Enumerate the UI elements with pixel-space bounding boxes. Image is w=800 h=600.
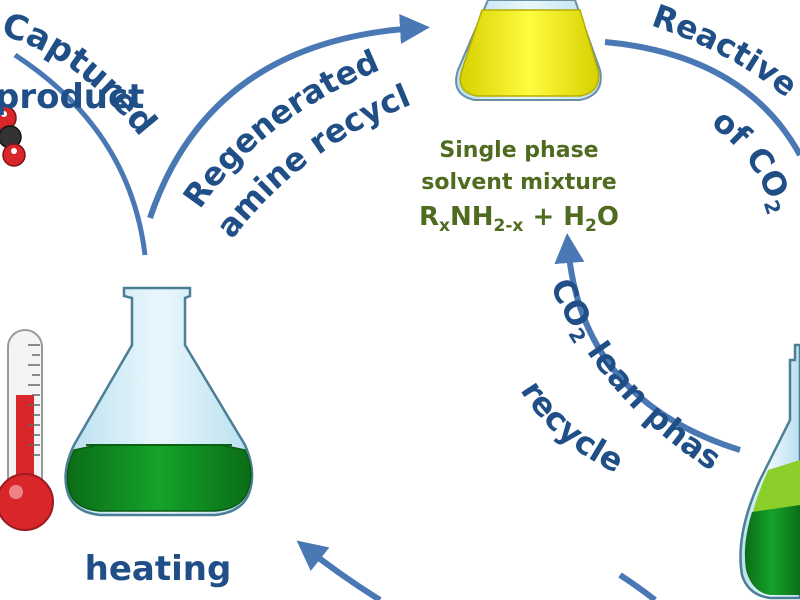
heating-flask: [64, 286, 254, 517]
arrow-icon: [618, 572, 657, 600]
solvent-formula: RxNH2-x + H2O: [419, 202, 619, 236]
arrow-icon: [296, 540, 382, 600]
thermometer-icon: [0, 329, 54, 531]
arrow-icon: [13, 52, 148, 256]
center-line2: solvent mixture: [421, 170, 616, 195]
center-line1: Single phase: [439, 138, 598, 163]
product-label: product: [0, 77, 144, 117]
right-flask: [739, 343, 800, 600]
arrow-icon: [554, 233, 741, 453]
yellow-flask: [455, 0, 602, 101]
arrow-icon: [147, 14, 430, 219]
cycle-arrows: [13, 14, 800, 600]
heating-label: heating: [85, 549, 232, 589]
co2-molecule-icon: [0, 105, 26, 167]
arrow-icon: [604, 39, 800, 157]
